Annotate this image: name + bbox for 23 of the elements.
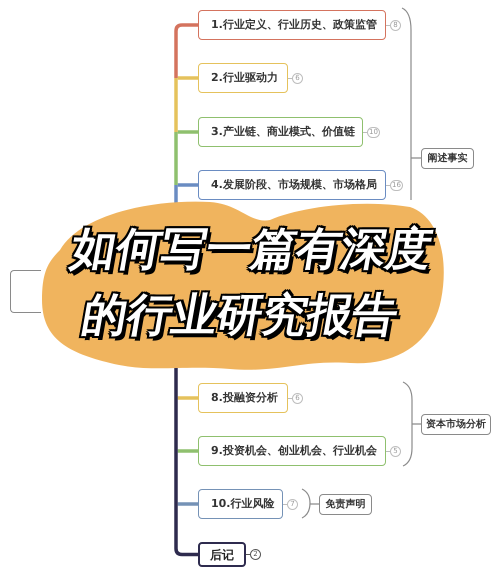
branch-line [174,23,198,78]
topic-box: 8.投融资分析 [198,383,288,413]
root-box [10,270,41,313]
topic-box: 1.行业定义、行业历史、政策监管 [198,10,386,40]
branch-line [178,396,198,400]
branch-line [174,78,178,132]
branch-line [174,132,178,185]
branch-line [178,502,198,506]
title: 如何写一篇有深度的行业研究报告 [66,221,438,343]
topic-box: 10.行业风险 [198,489,283,519]
summary-box: 阐述事实 [421,148,474,169]
branch-line [174,185,178,203]
topic-box: 后记 [198,542,246,567]
topic-box: 2.行业驱动力 [198,63,288,93]
topic-box: 3.产业链、商业模式、价值链 [198,117,363,147]
topic-box: 4.发展阶段、市场规模、市场格局 [198,170,386,200]
topic-box: 9.投资机会、创业机会、行业机会 [198,436,386,466]
summary-box: 资本市场分析 [421,414,491,435]
branch-line [178,130,198,134]
branch-line [178,183,198,187]
branch-line [178,449,198,453]
summary-box: 免责声明 [319,494,372,515]
branch-line [178,76,198,80]
